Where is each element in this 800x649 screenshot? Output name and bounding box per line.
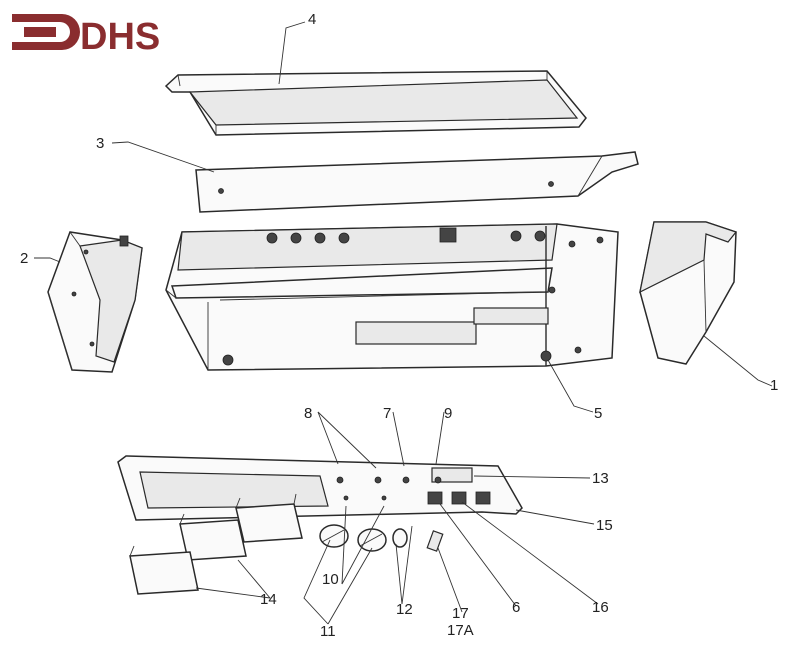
dhs-logo: DHS — [12, 14, 160, 58]
callout-numbers: 4 3 2 1 5 8 7 9 13 15 10 14 12 17 17A 6 … — [20, 11, 778, 640]
front-panel — [117, 455, 523, 521]
part-14-modules — [129, 493, 303, 595]
callout-3: 3 — [96, 135, 104, 152]
part-1-right-end-cap — [639, 221, 738, 365]
callout-6: 6 — [512, 599, 520, 616]
callout-13: 13 — [592, 470, 609, 487]
part-5-main-chassis — [165, 223, 619, 371]
callout-9: 9 — [444, 405, 452, 422]
part-4-top-cover — [164, 70, 587, 136]
callout-14: 14 — [260, 591, 277, 608]
callout-17a: 17A — [447, 622, 474, 639]
logo-mark — [12, 14, 80, 50]
logo-text: DHS — [80, 16, 160, 58]
callout-12: 12 — [396, 601, 413, 618]
callout-5: 5 — [594, 405, 602, 422]
callout-8: 8 — [304, 405, 312, 422]
part-3-plate — [195, 151, 639, 213]
callout-2: 2 — [20, 250, 28, 267]
callout-7: 7 — [383, 405, 391, 422]
callout-16: 16 — [592, 599, 609, 616]
callout-17: 17 — [452, 605, 469, 622]
callout-10: 10 — [322, 571, 339, 588]
parts-11-12-17-controls — [319, 524, 444, 552]
callout-leaders — [34, 21, 773, 625]
callout-15: 15 — [596, 517, 613, 534]
callout-1: 1 — [770, 377, 778, 394]
part-2-left-end-cap — [47, 231, 143, 373]
callout-4: 4 — [308, 11, 316, 28]
callout-11: 11 — [320, 623, 336, 640]
